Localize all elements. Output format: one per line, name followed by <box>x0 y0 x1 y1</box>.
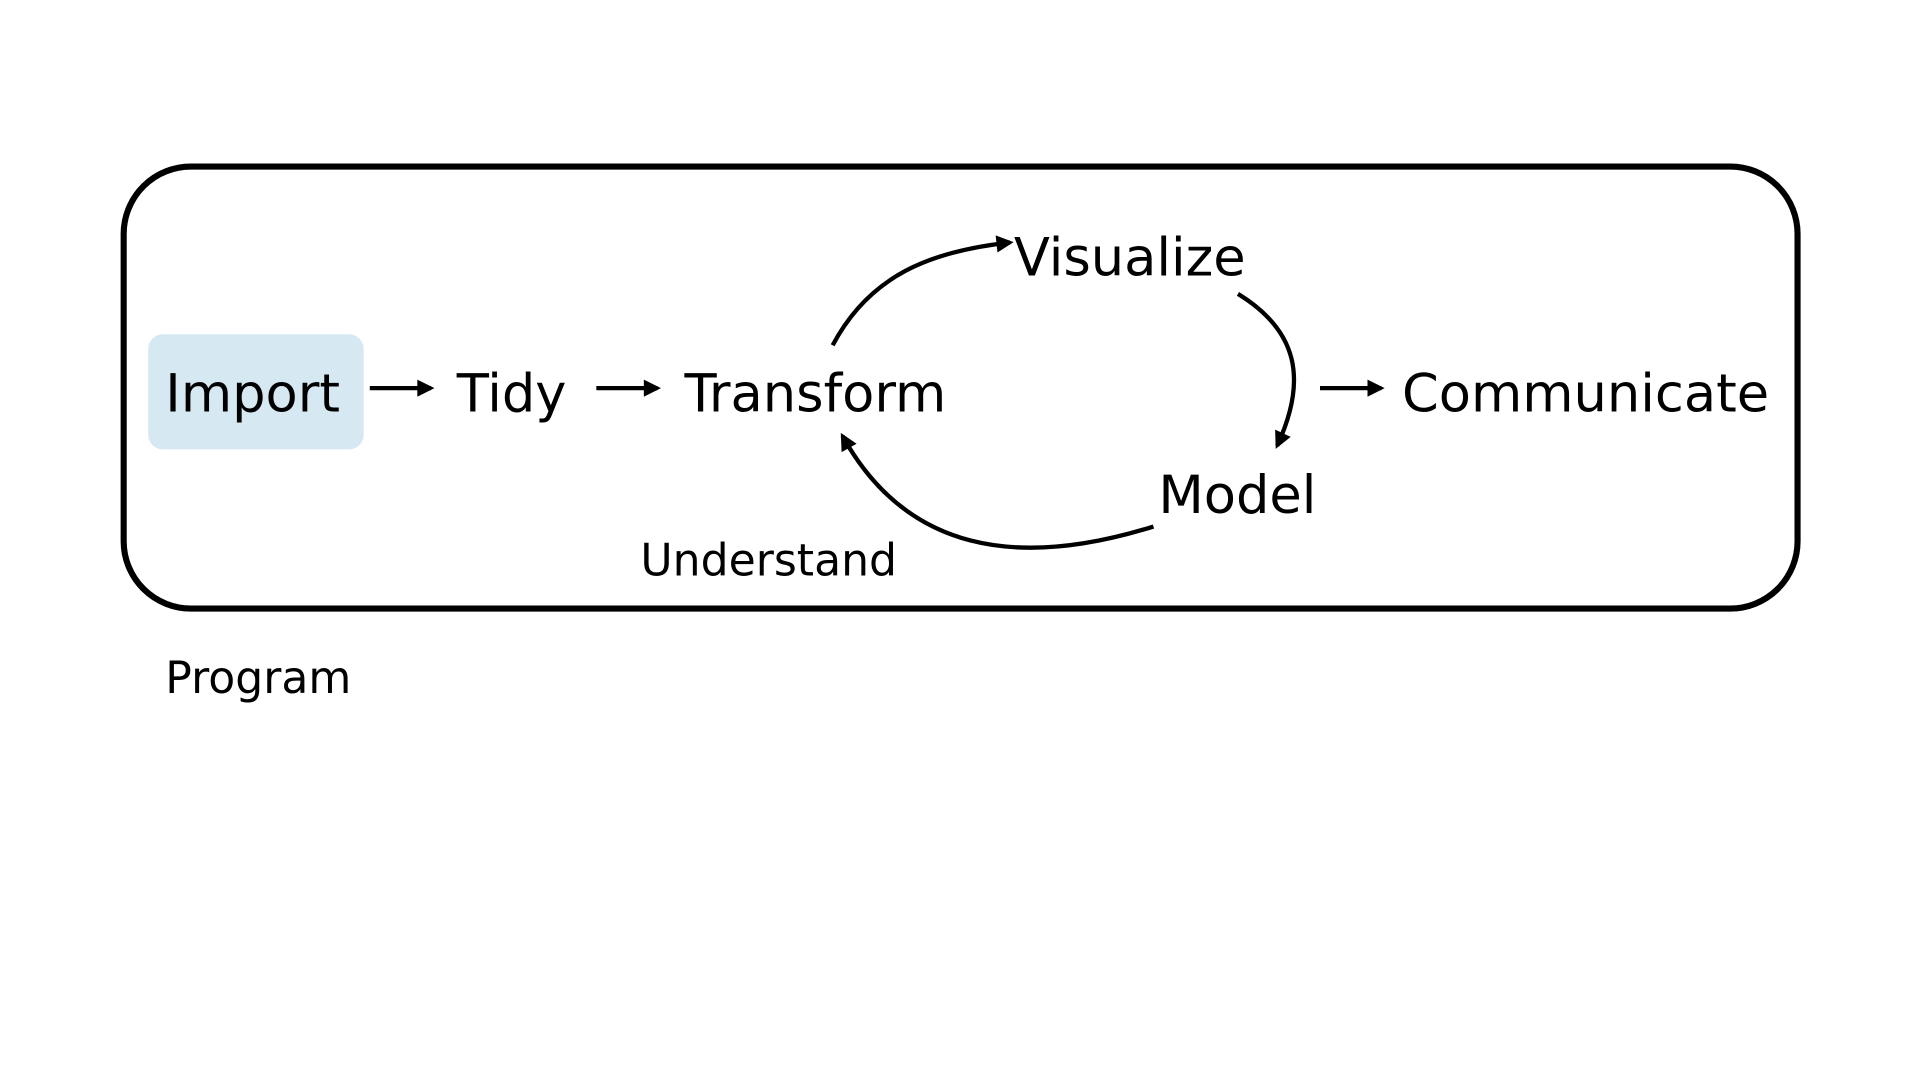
node-tidy: Tidy <box>456 363 567 424</box>
node-visualize: Visualize <box>1014 228 1246 289</box>
arrow-visualize-model <box>1236 292 1297 449</box>
program-label: Program <box>165 653 351 704</box>
node-import: Import <box>165 363 340 424</box>
node-communicate: Communicate <box>1402 363 1769 424</box>
node-model: Model <box>1158 465 1316 526</box>
arrow-model-transform <box>840 432 1155 550</box>
node-transform: Transform <box>683 363 946 424</box>
arrow-transform-visualize <box>830 235 1014 347</box>
program-boundary-box <box>120 163 1801 612</box>
import-highlight <box>148 334 364 450</box>
understand-label: Understand <box>640 536 897 587</box>
